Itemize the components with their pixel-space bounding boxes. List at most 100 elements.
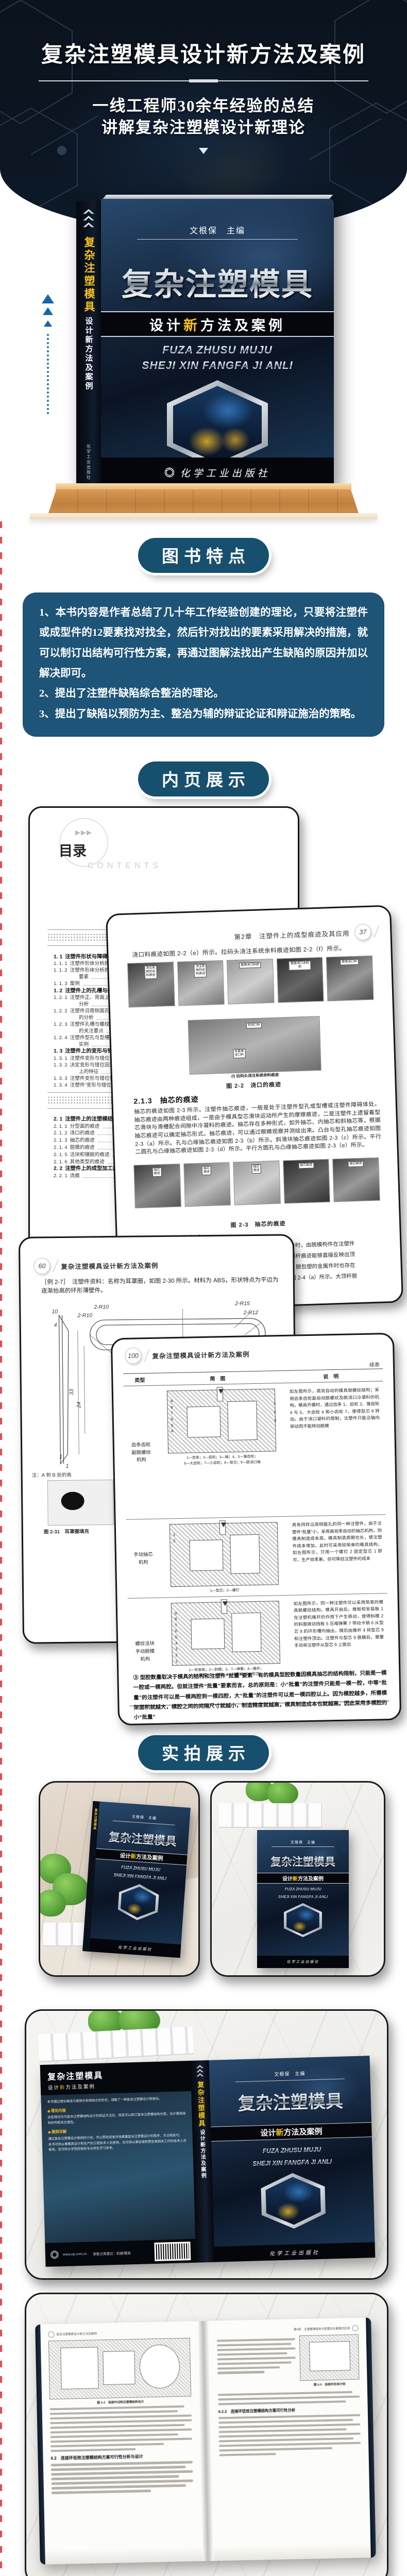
cover-pinyin-2: SHEJI XIN FANGFA JI ANLI [101,360,334,372]
down-arrow-icon [199,148,208,154]
specimen-photo: 抽芯 痕迹 [233,1160,281,1206]
mechanism-diagram-cell: 1 2 1—型芯；2—螺钉 [159,1517,290,1597]
feature-item-3: 3、提出了缺陷以预防为主、整治为辅的辩证论证和辩证施治的策略。 [39,708,362,720]
column-header-type: 类型 [134,1378,145,1384]
cover-publisher-band: 化学工业出版社 [101,457,334,487]
mini-book-cover: 文根保 主编 复杂注塑模具 设计新方法及案例 FUZA ZHUSU MUJU S… [257,1830,349,1968]
specimen-photo: 抽芯 痕迹 [133,1163,181,1209]
spine-publisher: 化学工业出版社 [86,444,91,480]
plant-decoration [40,1849,94,1926]
chevron-icon [83,223,94,227]
front-title: 复杂注塑模具 [210,2086,371,2116]
front-author: 文根保 主编 [274,2071,306,2077]
running-head: 复杂注塑模具设计新方法及案例 [61,1262,159,1270]
mini-cover-title: 复杂注塑模具 [97,1827,189,1850]
chevron-icon [83,216,94,221]
photo-caption [334,1202,380,1204]
cover-subtitle-pre: 设计 [149,317,183,333]
photo-caption [129,1008,175,1010]
header-slash-decoration [374,925,380,938]
page37-text-fragments: 件时，由脱模构件在注塑件 顶杆痕迹能够直接反映出顶 ，脱包塑的金属件时也存在 图… [290,1241,358,1281]
book-spread: 复杂注塑模具设计新方法及案例 图 6-4 连接环试制注塑模结构设计 6.2 连接… [35,2317,376,2565]
publisher-site: www.cip.com.cn [62,2252,87,2257]
book-front-cover: 文根保 主编 复杂注塑模具 设计新方法及案例 FUZA ZHUSU MUJU S… [209,2056,376,2262]
real-photos-section-badge: 实拍展示 [138,1735,269,1770]
photo-caption [185,1208,231,1209]
figure-6-4-drawing [48,2337,192,2400]
spine-title: 复杂注塑模具 [196,2081,206,2128]
photo-caption [328,1002,374,1004]
back-cover-intro: 本书通过理论阐述与案例分析相结合的形式，讲解了一种复杂注塑模设计新理论。 [47,2097,162,2104]
spine-title: 复杂注塑模具 [83,236,95,314]
figure-2-2-photo-row: 浇注系 统的余 料痕迹浇注系 统的余 料痕迹直接浇口料把直接浇口去料把脱侧浇口料 [127,955,374,1008]
specimen-photo: 脱侧浇口料 [326,955,374,1002]
figure-6-5-caption: 图 6-5 连接环形体分析 [313,2383,346,2387]
front-publisher: 化学工业出版社 [214,2242,376,2262]
svg-text:10: 10 [52,1309,58,1315]
continued-table-label: 续表 [369,1362,380,1368]
triangle-dots-decoration [40,293,56,414]
photo-caption [135,1209,181,1211]
left-page: 复杂注塑模具设计新方法及案例 图 6-4 连接环试制注塑模结构设计 6.2 连接… [40,2321,202,2565]
figure-6-4-caption: 图 6-4 连接环试制注塑模结构设计 [97,2400,144,2405]
mini-publisher: 化学工业出版社 [89,1938,181,1958]
cover-author-underline [137,239,298,240]
book-photo-1: 复杂注塑模具 文根保 主编 复杂注塑模具 设计新方法及案例 FUZA ZHUSU… [82,1801,191,1958]
white-fence-decoration [38,2026,194,2062]
feature-item-1: 1、本书内容是作者总结了几十年工作经验创建的理论，只要将注塑件或成型件的12要素… [39,607,368,680]
page60-header: 60 复杂注塑模具设计新方法及案例 [33,1257,159,1275]
mini-hexagon-image [117,1883,160,1921]
specimen-photo: 直接浇口去料把 [276,957,324,1003]
paragraph-cavity-count: ③ 型腔数量取决于模具的结构和注塑件“批量”要素 有的模具型腔数量因模具抽芯的结… [133,1670,387,1721]
photo-open-book-covers: 复杂注塑模具 设计新方法及案例 本书通过理论阐述与案例分析相结合的形式，讲解了一… [25,2009,388,2280]
spine-subtitle: 设计新方法及案例 [84,317,93,391]
book-spine: 复杂注塑模具 设计新方法及案例 化学工业出版社 [76,201,101,485]
photo-caption [284,1204,331,1206]
mechanism-diagram-cell: 9 8 7 6 5 4 1 2 3 1—齿条；2—齿轮；3—轴；4，5—锥齿轮；… [157,1383,288,1519]
figure-2-2-caption: 图 2-2 浇口的痕迹 [226,1081,282,1090]
svg-text:1: 1 [65,1463,69,1469]
mini-pinyin-1: FUZA ZHUSU MUJU [257,1887,349,1891]
inner-pages-section-badge: 内页展示 [138,761,269,796]
svg-text:2-R12: 2-R12 [243,1310,258,1316]
plant-decoration [243,1783,304,1809]
front-hexagon-image [261,2172,326,2229]
feature-item-2: 2、提出了注塑件缺陷综合整治的理论。 [39,688,224,700]
features-box: 1、本书内容是作者总结了几十年工作经验创建的理论，只要将注塑件或成型件的12要素… [23,592,384,737]
right-page-top: 图 6-5 连接环形体分析 [216,2334,360,2392]
book-front-cover: 文根保 主编 复杂注塑模具 设计新方法及案例 FUZA ZHUSU MUJU S… [101,199,334,487]
photo-label: 侧浇口料 [246,1022,262,1029]
pedestal-base [30,513,377,519]
toc-arrows-icon: ▶▶▶ [75,828,92,836]
svg-text:24: 24 [76,1402,82,1409]
figure-2-2f-photo: 侧浇口料 去直接 浇口料 [188,1015,321,1075]
chevron-icon [83,209,94,214]
right-running-head: 第6章 注塑模障碍体与配置综合要素的应用 [216,2325,359,2334]
cover-subtitle-highlight: 新 [183,317,200,333]
column-header-note: 说 明 [323,1374,339,1380]
chapter2-running-head: 第2章 注塑件上的成型痕迹及其应用 [234,929,350,941]
photo-book-on-marble: 文根保 主编 复杂注塑模具 设计新方法及案例 FUZA ZHUSU MUJU S… [210,1781,385,1977]
table-body: 齿条齿轮 副脱螺纹 机构 9 8 7 6 5 4 1 2 3 1—齿条；2—齿轮… [124,1381,389,1706]
page-number-badge: 100 [125,1347,142,1364]
section-6-2-2-heading: 6.2.2 连接环低效注塑模结构方案可行性分析 [218,2408,296,2414]
front-pinyin-1: FUZA ZHUSU MUJU [211,2145,372,2157]
specimen-photo: 抽芯痕迹 [282,1159,331,1204]
scan-page-60: 60 复杂注塑模具设计新方法及案例 ［例 2-7］ 注塑件资料：名称为耳罩圈，如… [18,1234,299,1644]
specimen-photo: 直接浇口料把 [227,958,275,1005]
specimen-photo: 浇注系 统的余 料痕迹 [127,961,175,1008]
header-slash-decoration [144,1349,150,1362]
white-fence-decoration [219,1803,322,1828]
hero-banner: 复杂注塑模具设计新方法及案例 一线工程师30余年经验的总结 讲解复杂注塑模设计新… [0,0,407,233]
cover-subtitle-post: 方法及案例 [200,317,285,333]
mini-hexagon-image [284,1903,322,1938]
page100-header: 100 复杂注塑模具设计新方法及案例 [125,1345,250,1364]
mini-cover-subtitle: 设计新方法及案例 [257,1873,349,1884]
open-book: 复杂注塑模具 设计新方法及案例 本书通过理论阐述与案例分析相结合的形式，讲解了一… [40,2056,376,2267]
back-cover-bottom-band: www.cip.com.cn 销售分类建议：机械/模具 [45,2239,196,2267]
header-slash-decoration [53,1259,59,1273]
cover-machine-image [173,386,262,463]
wooden-pedestal [48,489,359,513]
toc-title: 目录 [59,843,87,859]
photo-caption [278,1004,325,1005]
